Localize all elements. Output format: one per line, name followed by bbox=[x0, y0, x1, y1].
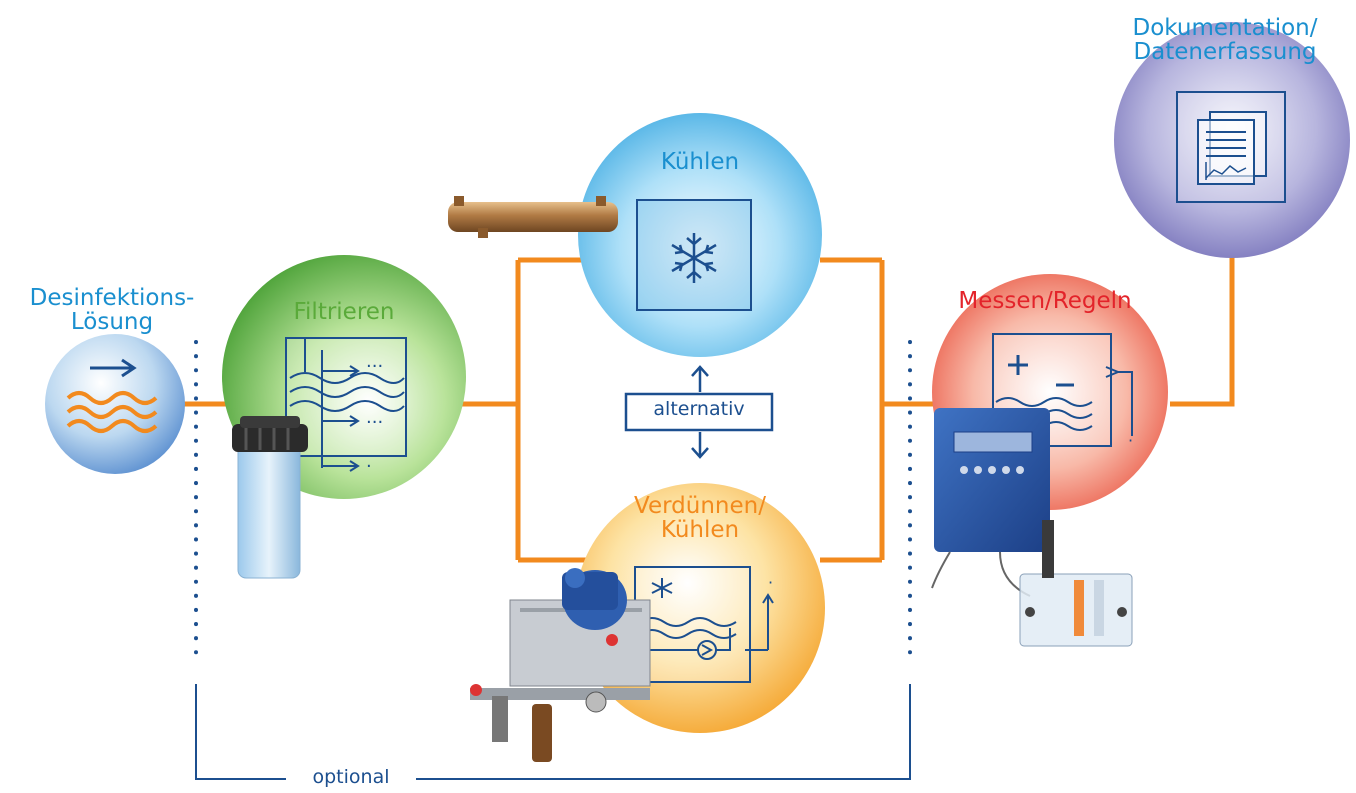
dilute-label: Verdünnen/ Kühlen bbox=[590, 494, 810, 542]
snowflake-icon bbox=[636, 199, 752, 311]
optional-bracket bbox=[194, 340, 912, 780]
documents-icon bbox=[1176, 91, 1286, 203]
cool-label: Kühlen bbox=[660, 149, 740, 175]
docs-circle bbox=[1114, 22, 1350, 258]
source-label-line1: Desinfektions- bbox=[29, 285, 195, 311]
docs-label-line1: Dokumentation/ bbox=[1132, 15, 1318, 41]
docs-label: Dokumentation/ Datenerfassung bbox=[1100, 16, 1350, 64]
pipe-network bbox=[180, 238, 1235, 563]
dots-4: · bbox=[768, 573, 773, 592]
controller-unit bbox=[931, 408, 1050, 597]
alternative-label: alternativ bbox=[653, 398, 745, 420]
dilute-label-line1: Verdünnen/ bbox=[634, 493, 766, 519]
measure-circle: · bbox=[932, 274, 1168, 510]
source-circle bbox=[45, 334, 185, 474]
dilution-pump-icon bbox=[634, 566, 774, 683]
source-label-line2: Lösung bbox=[70, 309, 154, 336]
filter-label: Filtrieren bbox=[293, 299, 395, 325]
heat-exchanger-tube bbox=[448, 196, 618, 238]
dilute-label-line2: Kühlen bbox=[660, 517, 740, 544]
water-filter-housing bbox=[232, 416, 308, 579]
optional-label: optional bbox=[312, 766, 390, 788]
alternative-indicator bbox=[624, 365, 774, 459]
dots-3: · bbox=[366, 456, 372, 477]
cool-circle bbox=[578, 113, 822, 357]
dots-2: ··· bbox=[366, 412, 383, 433]
dilution-unit bbox=[470, 568, 651, 762]
water-flow-icon bbox=[66, 358, 158, 433]
pipe-measure-docs bbox=[1170, 238, 1235, 407]
docs-label-line2: Datenerfassung bbox=[1133, 39, 1317, 66]
dots-1: ··· bbox=[366, 356, 383, 377]
dots-5: · bbox=[1128, 431, 1133, 450]
measuring-cell bbox=[1019, 520, 1133, 647]
measure-label: Messen/Regeln bbox=[958, 288, 1132, 314]
source-label: Desinfektions- Lösung bbox=[6, 286, 218, 334]
